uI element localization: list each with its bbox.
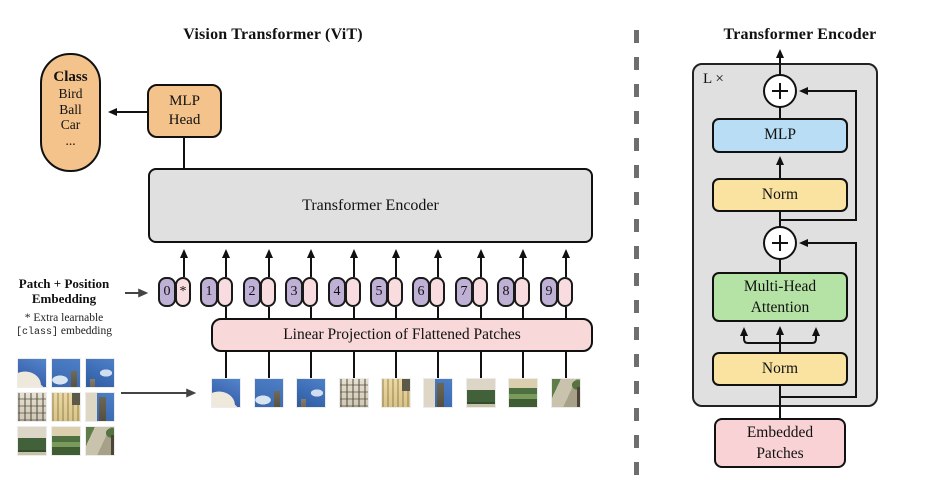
class-item-ellipsis: ...: [65, 132, 76, 148]
linear-projection-box: Linear Projection of Flattened Patches: [211, 318, 593, 352]
source-image-cell-5: [51, 392, 81, 422]
linear-projection-label: Linear Projection of Flattened Patches: [283, 325, 521, 343]
token-to-encoder-arrows: [180, 249, 570, 277]
image-patch-row-1: [211, 378, 241, 408]
token-pair-2: 2: [243, 277, 276, 307]
mlp-head-label-line1: MLP: [169, 93, 200, 109]
embedding-label-line2: Embedding: [31, 291, 97, 306]
position-pill-1: 1: [200, 277, 218, 307]
image-patch-row-6: [423, 378, 453, 408]
image-patch-row-7: [466, 378, 496, 408]
token-pair-8: 8: [497, 277, 530, 307]
transformer-encoder-box: Transformer Encoder: [148, 168, 593, 243]
source-image-cell-1: [17, 358, 47, 388]
class-token-note: * Extra learnable [class] embedding: [0, 312, 128, 339]
note-class-code: [class]: [16, 327, 59, 338]
position-pill-3: 3: [285, 277, 303, 307]
right-panel-title: Transformer Encoder: [723, 26, 877, 43]
patch-embedding-pill-3: [302, 277, 318, 307]
source-image-cell-8: [51, 426, 81, 456]
patch-embedding-pill-4: [345, 277, 361, 307]
embedded-patches-box: Embedded Patches: [714, 418, 846, 468]
source-image-cell-6: [85, 392, 115, 422]
position-pill-2: 2: [243, 277, 261, 307]
embedded-patches-line1: Embedded: [746, 424, 814, 441]
patch-embedding-pill-9: [557, 277, 573, 307]
patch-to-projection-lines: [225, 350, 567, 378]
class-embedding-pill: *: [175, 277, 191, 307]
note-line1: * Extra learnable: [24, 312, 104, 324]
class-item-car: Car: [60, 117, 81, 132]
source-image-cell-2: [51, 358, 81, 388]
source-image-cell-4: [17, 392, 47, 422]
position-pill-7: 7: [455, 277, 473, 307]
token-pair-1: 1: [200, 277, 233, 307]
layer-repeat-label: L ×: [703, 71, 724, 87]
mlp-head-box: MLP Head: [147, 84, 222, 138]
class-item-ball: Ball: [59, 101, 82, 117]
source-image-cell-7: [17, 426, 47, 456]
token-pair-3: 3: [285, 277, 318, 307]
class-output-pill: Class Bird Ball Car ...: [40, 53, 101, 172]
token-pair-0: 0 *: [158, 277, 191, 307]
mlp-head-label-line2: Head: [168, 112, 201, 128]
source-image-cell-3: [85, 358, 115, 388]
patch-embedding-pill-1: [217, 277, 233, 307]
patch-embedding-pill-5: [387, 277, 403, 307]
position-pill-6: 6: [412, 277, 430, 307]
mlp-box: MLP: [712, 118, 848, 153]
patch-position-embedding-label: Patch + Position Embedding: [4, 276, 124, 306]
token-pair-4: 4: [328, 277, 361, 307]
token-pair-9: 9: [540, 277, 573, 307]
norm-bottom-label: Norm: [761, 359, 799, 377]
panel-divider: [634, 30, 639, 482]
token-pair-5: 5: [370, 277, 403, 307]
position-pill-5: 5: [370, 277, 388, 307]
position-pill-8: 8: [497, 277, 515, 307]
mlp-label: MLP: [764, 126, 796, 144]
patch-embedding-pill-7: [472, 277, 488, 307]
embedding-label-line1: Patch + Position: [18, 276, 110, 291]
norm-top-label: Norm: [761, 185, 799, 203]
position-pill-9: 9: [540, 277, 558, 307]
norm-box-top: Norm: [712, 178, 848, 212]
image-patch-row-5: [381, 378, 411, 408]
embedded-patches-line2: Patches: [756, 445, 804, 462]
class-item-bird: Bird: [58, 86, 83, 101]
transformer-encoder-label: Transformer Encoder: [302, 196, 439, 214]
patch-embedding-pill-8: [514, 277, 530, 307]
norm-box-bottom: Norm: [712, 352, 848, 386]
image-patch-row-4: [339, 378, 369, 408]
mha-label-line1: Multi-Head: [743, 278, 817, 295]
image-patch-row-3: [296, 378, 326, 408]
left-panel-title: Vision Transformer (ViT): [183, 26, 363, 43]
position-pill-0: 0: [158, 277, 176, 307]
image-patch-row-2: [254, 378, 284, 408]
source-image-cell-9: [85, 426, 115, 456]
token-pair-7: 7: [455, 277, 488, 307]
class-header: Class: [53, 69, 88, 85]
note-line2-text: embedding: [58, 325, 112, 337]
image-patch-row-9: [551, 378, 581, 408]
position-pill-4: 4: [328, 277, 346, 307]
multi-head-attention-box: Multi-Head Attention: [712, 272, 848, 322]
token-pair-6: 6: [412, 277, 445, 307]
mha-label-line2: Attention: [750, 299, 810, 316]
note-line2: [class] embedding: [0, 325, 128, 339]
patch-embedding-pill-2: [260, 277, 276, 307]
patch-embedding-pill-6: [429, 277, 445, 307]
image-patch-row-8: [508, 378, 538, 408]
